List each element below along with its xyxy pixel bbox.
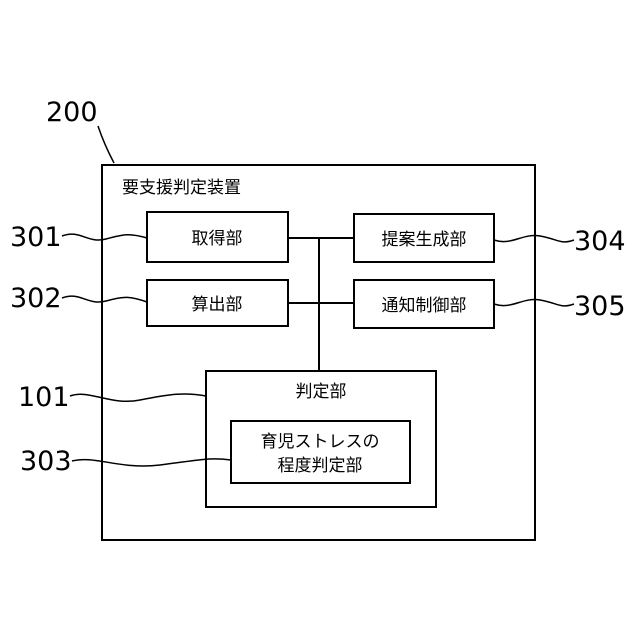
device-title: 要支援判定装置 [122,178,241,198]
acquisition-unit-label: 取得部 [192,229,243,249]
calculation-unit-label: 算出部 [192,295,243,315]
ref-304: 304 [574,226,626,257]
ref-303: 303 [20,446,72,477]
notification-unit-label: 通知制御部 [382,296,467,316]
ref-302: 302 [10,283,62,314]
ref-200: 200 [46,97,98,128]
stress-level-unit-label-line2: 程度判定部 [278,456,363,476]
leader-200 [98,126,114,163]
determination-unit-label: 判定部 [296,382,347,402]
ref-101: 101 [18,382,70,413]
proposal-unit-label: 提案生成部 [382,230,467,250]
ref-305: 305 [574,291,626,322]
ref-301: 301 [10,222,62,253]
stress-level-unit-label-line1: 育児ストレスの [261,432,380,452]
